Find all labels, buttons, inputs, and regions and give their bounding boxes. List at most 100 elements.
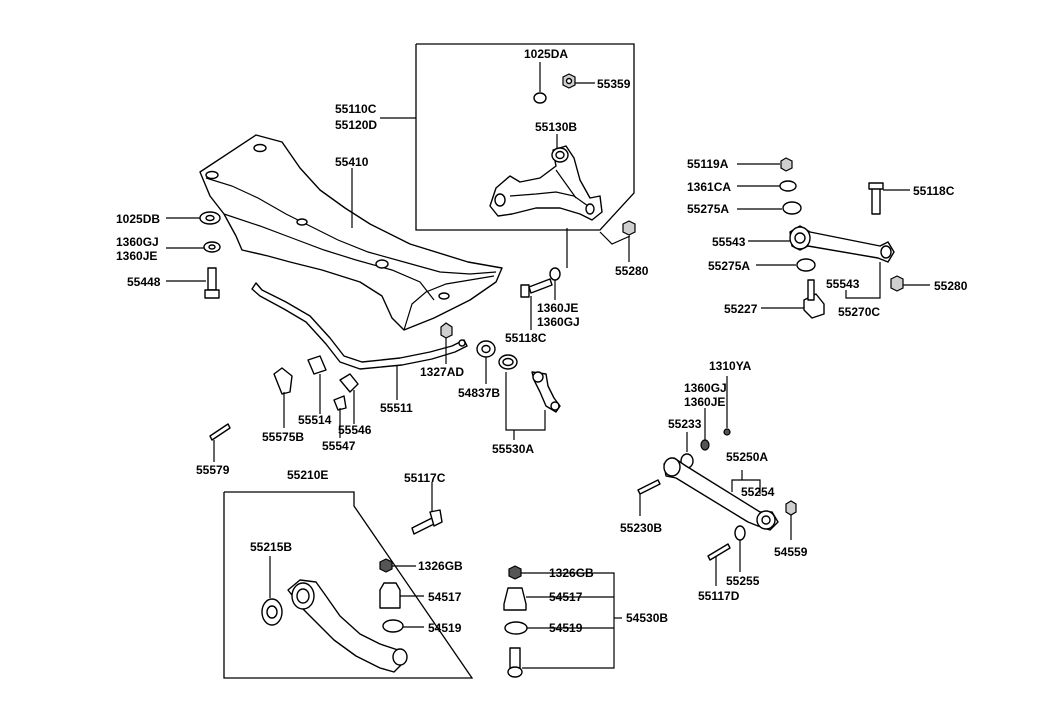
nut-55280-right[interactable] — [890, 275, 904, 292]
stabilizer-link[interactable] — [531, 371, 561, 413]
bolt-55117C[interactable] — [411, 509, 443, 535]
label-55275A-lower: 55275A — [708, 259, 750, 273]
boot-54517-right[interactable] — [503, 587, 527, 611]
label-1360JE-left: 1360JE — [116, 249, 157, 263]
bushing-55547[interactable] — [333, 395, 347, 411]
washer-1361CA[interactable] — [779, 180, 797, 192]
label-55514: 55514 — [298, 413, 332, 427]
label-54519-right: 54519 — [549, 621, 583, 635]
bolt-55118C-right[interactable] — [868, 182, 884, 215]
lower-control-arm[interactable] — [287, 579, 408, 673]
washer-55275A-lower[interactable] — [796, 258, 816, 272]
label-54837B: 54837B — [458, 386, 500, 400]
bolt-55227[interactable] — [803, 279, 825, 319]
label-1360JE-upper: 1360JE — [537, 301, 578, 315]
label-54519-left: 54519 — [428, 621, 462, 635]
upper-control-arm[interactable] — [489, 145, 603, 221]
bushing-54837B[interactable] — [476, 340, 496, 358]
label-1025DA: 1025DA — [524, 47, 568, 61]
label-55215B: 55215B — [250, 540, 292, 554]
label-55117C: 55117C — [404, 471, 446, 485]
label-54517-right: 54517 — [549, 590, 583, 604]
label-55117D: 55117D — [698, 589, 740, 603]
label-55543-upper: 55543 — [712, 235, 746, 249]
nut-1326GB-right[interactable] — [508, 565, 522, 580]
label-55270C: 55270C — [838, 305, 880, 319]
label-55130B: 55130B — [535, 120, 577, 134]
label-55254: 55254 — [741, 485, 775, 499]
label-1326GB-left: 1326GB — [418, 559, 463, 573]
boot-54517-left[interactable] — [379, 582, 401, 609]
label-55120D: 55120D — [335, 118, 377, 132]
washer-1360GJ-1360JE-left[interactable] — [203, 241, 221, 253]
washer-55275A-upper[interactable] — [782, 201, 802, 215]
label-55230B: 55230B — [620, 521, 662, 535]
bushing-55514[interactable] — [307, 355, 327, 375]
bolt-55117D[interactable] — [707, 543, 731, 561]
nut-55119A[interactable] — [780, 157, 793, 172]
washer-1360GJ-1360JE-right[interactable] — [700, 439, 710, 451]
rear-upper-link[interactable] — [789, 225, 895, 263]
label-55511: 55511 — [380, 401, 413, 415]
label-55546: 55546 — [338, 423, 372, 437]
crossmember[interactable] — [199, 134, 503, 331]
upper-arm-group-box — [415, 43, 635, 231]
label-55250A: 55250A — [726, 450, 768, 464]
label-55359: 55359 — [597, 77, 631, 91]
label-55448: 55448 — [127, 275, 161, 289]
washer-55255[interactable] — [734, 525, 746, 541]
label-55255: 55255 — [726, 574, 760, 588]
nut-1310YA[interactable] — [723, 428, 731, 436]
lower-arm-group-box — [223, 491, 474, 679]
label-1360JE-right: 1360JE — [684, 395, 725, 409]
bushing-55546[interactable] — [339, 373, 359, 393]
label-55410: 55410 — [335, 155, 369, 169]
label-55280-upper: 55280 — [615, 264, 649, 278]
nut-55280-upper[interactable] — [622, 220, 636, 236]
rear-lower-link[interactable] — [663, 457, 779, 531]
label-55543-lower: 55543 — [826, 277, 860, 291]
ball-joint-stud[interactable] — [507, 647, 523, 678]
label-55275A-upper: 55275A — [687, 202, 729, 216]
label-55233: 55233 — [668, 417, 702, 431]
ring-54519-right[interactable] — [504, 621, 528, 635]
label-1360GJ-right: 1360GJ — [684, 381, 727, 395]
label-1025DB: 1025DB — [116, 212, 160, 226]
label-55579: 55579 — [196, 463, 230, 477]
bolt-55118C-left[interactable] — [520, 278, 553, 298]
label-1361CA: 1361CA — [687, 180, 731, 194]
nut-1327AD[interactable] — [440, 322, 453, 339]
label-55110C: 55110C — [335, 102, 377, 116]
label-55210E: 55210E — [287, 468, 328, 482]
label-55118C-left: 55118C — [505, 331, 547, 345]
ring-54519-left[interactable] — [382, 619, 404, 633]
label-55530A: 55530A — [492, 442, 534, 456]
label-1360GJ-upper: 1360GJ — [537, 315, 580, 329]
nut-54559[interactable] — [785, 500, 797, 516]
label-55547: 55547 — [322, 439, 356, 453]
nut-55359[interactable] — [562, 73, 576, 89]
label-1326GB-right: 1326GB — [549, 566, 594, 580]
bolt-55579[interactable] — [209, 423, 231, 441]
bushing-55215B[interactable] — [261, 598, 283, 626]
bolt-55448[interactable] — [204, 267, 220, 299]
label-55280-right: 55280 — [934, 279, 968, 293]
washer-1025DA[interactable] — [533, 92, 547, 104]
nut-1326GB-left[interactable] — [379, 558, 393, 573]
label-54517-left: 54517 — [428, 590, 462, 604]
label-1360GJ-left: 1360GJ — [116, 235, 159, 249]
washer-1360JE-1360GJ-upper[interactable] — [549, 267, 561, 281]
label-55575B: 55575B — [262, 430, 304, 444]
label-55119A: 55119A — [687, 157, 729, 171]
label-54530B: 54530B — [626, 611, 668, 625]
label-1327AD: 1327AD — [420, 365, 464, 379]
label-55227: 55227 — [724, 302, 758, 316]
bolt-55230B[interactable] — [637, 479, 661, 495]
washer-1025DB[interactable] — [199, 211, 221, 225]
ring-55530A[interactable] — [498, 354, 518, 370]
label-1310YA: 1310YA — [709, 359, 752, 373]
bracket-55575B[interactable] — [273, 367, 293, 395]
leader-lines — [166, 62, 930, 669]
stabilizer-bar[interactable] — [251, 282, 468, 370]
